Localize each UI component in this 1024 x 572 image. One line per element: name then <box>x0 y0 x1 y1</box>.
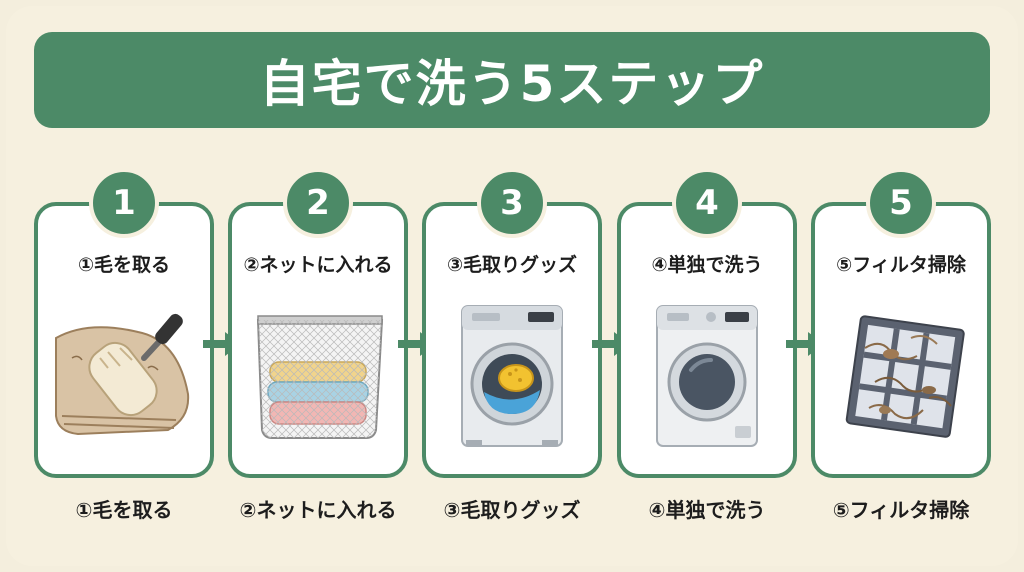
step-caption-5: ⑤フィルタ掃除 <box>832 498 970 522</box>
step-card-3: 3 ③毛取りグッズ <box>422 168 602 478</box>
step-label: ④単独で洗う <box>651 254 763 276</box>
lint-roller-blanket-icon <box>55 313 190 436</box>
step-number-badge: 3 <box>477 168 547 238</box>
step-caption-2: ②ネットに入れる <box>239 498 397 522</box>
washer-with-sponge-icon <box>461 305 563 447</box>
washing-machine-icon <box>656 305 758 447</box>
step-label: ②ネットに入れる <box>243 254 393 276</box>
step-label: ③毛取りグッズ <box>446 254 578 276</box>
title-banner: 自宅で洗う5ステップ <box>34 32 990 128</box>
step-card-2: 2 ②ネットに入れる <box>228 168 408 478</box>
step-number-badge: 4 <box>672 168 742 238</box>
step-card-1: 1 ①毛を取る <box>34 168 214 478</box>
step-card-4: 4 ④単独で洗う <box>617 168 797 478</box>
step-label: ①毛を取る <box>77 254 171 276</box>
step-caption-1: ①毛を取る <box>75 498 173 522</box>
step-caption-4: ④単独で洗う <box>648 498 766 522</box>
step-number-badge: 5 <box>866 168 936 238</box>
step-number-badge: 1 <box>89 168 159 238</box>
step-label: ⑤フィルタ掃除 <box>836 254 966 276</box>
hairy-filter-icon <box>845 315 965 438</box>
page-title: 自宅で洗う5ステップ <box>259 55 765 113</box>
laundry-net-icon <box>256 315 384 439</box>
step-caption-3: ③毛取りグッズ <box>443 498 581 522</box>
step-number-badge: 2 <box>283 168 353 238</box>
step-card-5: 5 ⑤フィルタ掃除 <box>811 168 991 478</box>
